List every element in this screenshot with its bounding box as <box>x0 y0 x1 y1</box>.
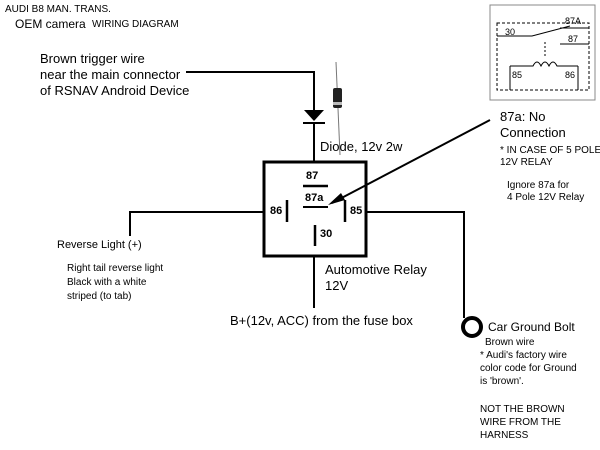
relay-schematic-inset <box>489 4 596 101</box>
schematic-pin-30-label: 30 <box>505 27 516 37</box>
ground-warning-1: NOT THE BROWN <box>480 404 565 415</box>
schematic-pin-86-label: 86 <box>565 70 576 80</box>
relay-pin-87a-label: 87a <box>305 192 324 204</box>
ground-bolt-icon <box>461 316 483 338</box>
diode-symbol <box>304 110 324 121</box>
schematic-dashed-border <box>496 22 590 91</box>
note-87a-twelve-v: 12V RELAY <box>500 157 553 168</box>
diode-label: Diode, 12v 2w <box>320 139 403 154</box>
note-87a-ignore: Ignore 87a for <box>507 180 570 191</box>
reverse-light-wire <box>129 211 264 236</box>
diode-photo-band <box>333 102 342 105</box>
pin-87a-pointer <box>331 119 491 204</box>
relay-pin-87-label: 87 <box>306 170 319 182</box>
relay-caption-1: Automotive Relay <box>325 262 427 277</box>
diode-photo-lead <box>335 61 341 156</box>
ground-desc-3: color code for Ground <box>480 363 577 374</box>
reverse-light-desc-2: Black with a white <box>67 277 147 288</box>
reverse-light-desc-1: Right tail reverse light <box>67 263 164 274</box>
note-87a-four-pole: 4 Pole 12V Relay <box>507 192 585 203</box>
relay-caption-2: 12V <box>325 278 349 293</box>
relay-pin-30-label: 30 <box>320 228 333 240</box>
trigger-wire-label-3: of RSNAV Android Device <box>40 83 190 98</box>
ground-bolt-title: Car Ground Bolt <box>488 320 575 334</box>
schematic-pin-87-label: 87 <box>568 34 579 44</box>
schematic-pin-87a-label: 87A <box>565 16 582 26</box>
ground-warning-3: HARNESS <box>480 430 529 441</box>
note-87a-title-1: 87a: No <box>500 109 546 124</box>
relay-pin-86-label: 86 <box>270 205 283 217</box>
reverse-light-desc-3: striped (to tab) <box>67 291 132 302</box>
header-line-1: AUDI B8 MAN. TRANS. <box>5 4 111 15</box>
schematic-pin-85-label: 85 <box>512 70 523 80</box>
relay-pin-85-label: 85 <box>350 205 363 217</box>
ground-desc-1: Brown wire <box>485 337 535 348</box>
note-87a-title-2: Connection <box>500 125 566 140</box>
schematic-coil <box>510 61 578 68</box>
ground-desc-4: is 'brown'. <box>480 376 524 387</box>
header-oem-camera: OEM camera <box>15 17 86 31</box>
trigger-wire-label-1: Brown trigger wire <box>40 51 145 66</box>
reverse-light-title: Reverse Light (+) <box>57 239 142 251</box>
schematic-switch-arm <box>497 25 571 37</box>
power-source-label: B+(12v, ACC) from the fuse box <box>230 313 413 328</box>
ground-desc-2: * Audi's factory wire <box>480 350 567 361</box>
ground-wire <box>366 211 465 318</box>
ground-warning-2: WIRE FROM THE <box>480 417 561 428</box>
trigger-wire <box>186 71 315 100</box>
pin-87a-arrowhead <box>328 193 345 205</box>
trigger-wire-label-2: near the main connector <box>40 67 181 82</box>
note-87a-five-pole: * IN CASE OF 5 POLE <box>500 145 600 156</box>
header-wiring-diagram: WIRING DIAGRAM <box>92 19 179 30</box>
